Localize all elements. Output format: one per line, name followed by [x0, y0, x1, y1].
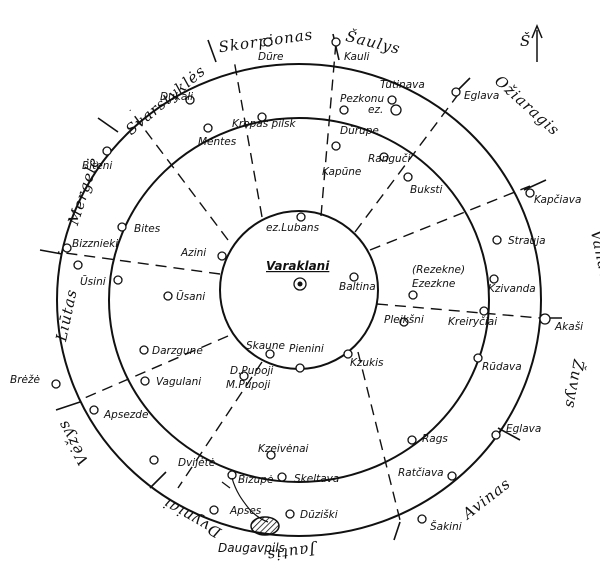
zodiac-ozioragis: Ožiaragis — [491, 72, 563, 140]
place-buksti: Buksti — [410, 184, 443, 196]
place-ez1: ez. — [368, 104, 383, 116]
place-tutinava: Tutinava — [380, 79, 425, 91]
zodiac-vezys: Vėžys — [54, 417, 93, 469]
place-kreiryciai: Kreiryčiai — [448, 316, 497, 328]
place-markers — [51, 37, 551, 524]
place-bizznieki: Bizznieki — [72, 238, 118, 250]
place-kauli: Kauli — [344, 51, 370, 63]
zodiac-dvyniai: Dvyniai — [160, 494, 225, 542]
place-azini: Azini — [180, 247, 206, 259]
place-ezlubans: ez.Lubans — [266, 222, 320, 234]
place-eglava-top: Eglava — [464, 90, 499, 102]
place-pezkonu: Pezkonu — [340, 93, 384, 105]
place-kzeivenai: Kzeivėnai — [258, 443, 309, 455]
place-sakini: Šakini — [430, 520, 462, 533]
place-kapune: Kapūne — [322, 166, 361, 178]
place-apses: Apses — [229, 505, 262, 517]
place-bizupe: Bizupė — [238, 474, 273, 486]
zodiac-vandenis: Vandenis — [587, 228, 600, 307]
place-usini: Ūsini — [80, 275, 106, 288]
zodiac-avinas: Avinas — [458, 474, 515, 524]
place-kropas: Kropas pilsk — [232, 118, 297, 130]
place-bites: Bites — [134, 223, 161, 235]
place-kzukis: Kzukis — [350, 357, 384, 369]
place-breze: Brėžė — [10, 374, 40, 386]
place-rudava: Rūdava — [482, 361, 522, 373]
daugavpils-marker — [250, 516, 280, 536]
place-rezekne: (Rezekne) — [412, 264, 465, 276]
place-vagulani: Vagulani — [156, 376, 201, 388]
middle-ring — [108, 117, 490, 483]
north-label: Š — [520, 32, 531, 50]
place-biteni: Biteni — [82, 160, 112, 172]
place-daugavpils: Daugavpils — [218, 541, 285, 555]
place-pleiksni: Pleikšni — [384, 314, 424, 326]
place-ranguci: Ranguči — [368, 153, 410, 165]
center-title: Varaklani — [266, 259, 330, 273]
place-kapciava: Kapčiava — [534, 194, 581, 206]
zodiac-zuvys: Žuvys — [561, 357, 588, 410]
place-mentes: Mentes — [198, 136, 237, 148]
place-duziski: Dūziški — [300, 509, 338, 521]
place-akasi: Akaši — [554, 321, 583, 333]
place-apsezde: Apsezde — [103, 409, 148, 421]
place-mpupoji: M.Pupoji — [226, 379, 270, 391]
place-dvijete: Dvijėtė — [178, 457, 215, 469]
place-ratciava: Ratčiava — [398, 467, 444, 479]
place-baltina: Baltina — [339, 281, 376, 293]
river-branch — [221, 481, 231, 489]
place-kzivanda: Kzivanda — [488, 283, 536, 295]
place-darzgune: Darzgune — [152, 345, 203, 357]
place-dukali: Dukali — [160, 91, 193, 103]
place-skaune: Skaune — [246, 340, 285, 352]
place-labels: Dūre Kauli Dukali Tutinava Eglava Pezkon… — [10, 51, 583, 555]
place-eglava-bottom: Eglava — [506, 423, 541, 435]
outer-ring — [56, 63, 542, 537]
sector-dividers — [57, 41, 541, 521]
place-pienini: Pienini — [289, 343, 324, 355]
north-arrow-icon — [531, 24, 543, 39]
place-dure: Dūre — [258, 51, 284, 63]
place-skeltava: Skeltava — [294, 473, 339, 485]
place-strauja: Strauja — [508, 235, 546, 247]
center-dot — [297, 281, 303, 287]
place-ezezekne: Ezezkne — [412, 278, 455, 290]
place-dpupoji: D.Pupoji — [230, 365, 273, 377]
place-rags: Rags — [422, 433, 448, 445]
place-durupe: Dūrupe — [340, 125, 379, 137]
place-usani: Ūsani — [176, 290, 205, 303]
